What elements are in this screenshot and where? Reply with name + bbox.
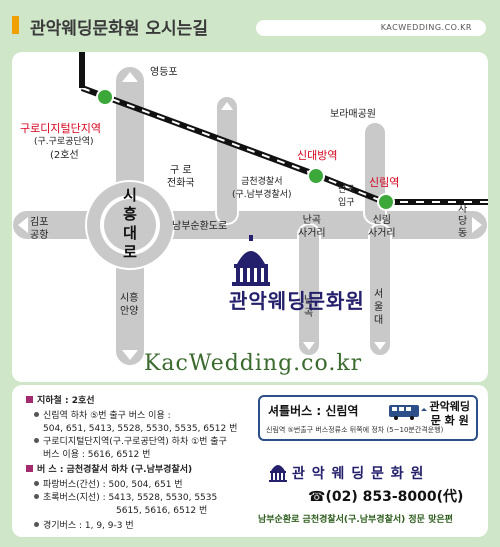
label-siheung-anyang: 시흥 안양 bbox=[120, 293, 139, 317]
bus-gyeonggi: 경기버스 : 1, 9, 9-3 번 bbox=[34, 520, 134, 532]
shuttle-note: 신림역 ⑤번출구 버스정류소 뒤쪽에 정차 (5~10분간격운행) bbox=[266, 426, 444, 434]
header: 관악웨딩문화원 오시는길 KACWEDDING.CO.KR bbox=[0, 0, 500, 52]
label-boramae: 보라매공원 bbox=[330, 109, 376, 120]
label-gimpo-airport: 김포 공항 bbox=[30, 217, 49, 241]
subway-route-2-buses: 버스 이용 : 5616, 6512 번 bbox=[43, 450, 151, 460]
bus-green-2: 5615, 5616, 6512 번 bbox=[116, 506, 208, 516]
nangok-arrow-icon bbox=[303, 342, 315, 350]
railway-line2 bbox=[79, 52, 488, 205]
label-youngdeungpo: 영등포 bbox=[150, 67, 178, 78]
roads bbox=[12, 65, 488, 367]
bus-blue: 파랑버스(간선) : 500, 504, 651 번 bbox=[34, 479, 183, 491]
road-map bbox=[12, 52, 488, 367]
label-seoul-univ: 서울대 bbox=[374, 289, 384, 326]
bus-green: 초록버스(지선) : 5413, 5528, 5530, 5535 bbox=[34, 492, 217, 504]
seoul-univ-road bbox=[368, 223, 392, 357]
site-url-top[interactable]: KACWEDDING.CO.KR bbox=[256, 20, 486, 36]
label-nangok-vertical: 난곡 bbox=[304, 295, 314, 319]
shuttle-box: 셔틀버스 : 신림역 관악웨딩 문 화 원 신림역 ⑤번출구 버스정류소 뒤쪽에… bbox=[258, 395, 478, 441]
bus-icon bbox=[389, 405, 427, 420]
address: 남부순환로 금천경찰서(구.남부경찰서) 정문 맞은편 bbox=[258, 515, 453, 525]
station-label-sillim[interactable]: 신림역 bbox=[369, 176, 400, 189]
bullet-icon bbox=[34, 494, 39, 499]
label-nangok-crossroad: 난곡 사거리 bbox=[298, 215, 326, 239]
page-title: 관악웨딩문화원 오시는길 bbox=[30, 19, 208, 39]
directions-panel: 지하철 : 2호선 신림역 하차 ⑤번 출구 버스 이용 : 504, 651,… bbox=[12, 385, 488, 537]
seoul-univ-arrow-icon bbox=[374, 342, 386, 350]
subway-route-1: 신림역 하차 ⑤번 출구 버스 이용 : bbox=[34, 410, 171, 422]
station-markers bbox=[96, 88, 395, 211]
road-arrows bbox=[18, 72, 482, 360]
wedding-hall-name: 관악웨딩문화원 bbox=[229, 289, 365, 313]
phone-number[interactable]: ☎(02) 853-8000(代) bbox=[308, 489, 464, 505]
label-sadang: 사당동 bbox=[458, 204, 468, 239]
station-label-line: (2호선 bbox=[50, 150, 79, 161]
title-accent bbox=[12, 16, 19, 34]
label-nambu-sunhwan: 남부순환도로 bbox=[172, 221, 228, 232]
label-sillim-crossroad: 신림 사거리 bbox=[368, 215, 396, 239]
site-url[interactable]: KacWedding.co.kr bbox=[144, 351, 363, 376]
boramae-arrow-icon bbox=[221, 102, 233, 110]
roundabout-inner bbox=[104, 199, 156, 251]
shuttle-destination: 관악웨딩 문 화 원 bbox=[429, 400, 470, 427]
west-arrow-icon bbox=[18, 217, 28, 233]
bus-heading: 버 스 : 금천경찰서 하차 (구.남부경찰서) bbox=[26, 464, 192, 476]
label-guro-jeonhwaguk: 구 로 전화국 bbox=[167, 165, 195, 189]
square-bullet-icon bbox=[26, 465, 33, 472]
bullet-icon bbox=[34, 522, 39, 527]
subway-route-1-buses: 504, 651, 5413, 5528, 5530, 5535, 6512 번 bbox=[43, 424, 238, 434]
station-label-guro-digital[interactable]: 구로디지털단지역 bbox=[20, 122, 101, 135]
north-arrow-icon bbox=[122, 72, 138, 82]
shuttle-title: 셔틀버스 : 신림역 bbox=[268, 404, 359, 418]
guro-digital-station-icon bbox=[96, 88, 114, 106]
subway-heading: 지하철 : 2호선 bbox=[26, 395, 95, 407]
station-label-sindaebang[interactable]: 신대방역 bbox=[297, 149, 338, 162]
hall-name-footer: 관 악 웨 딩 문 화 원 bbox=[292, 466, 425, 482]
nangok-road bbox=[297, 223, 321, 357]
label-geumcheon-police: 금천경찰서 (구.남부경찰서) bbox=[232, 177, 292, 200]
label-siheung-daero: 시흥대로 bbox=[123, 186, 137, 261]
bullet-icon bbox=[34, 412, 39, 417]
map-panel: 구로디지털단지역 (구.구로공단역) (2호선 영등포 보라매공원 신대방역 신… bbox=[12, 52, 488, 382]
sindaebang-station-icon bbox=[307, 167, 325, 185]
east-arrow-icon bbox=[472, 217, 482, 233]
bullet-icon bbox=[34, 438, 39, 443]
subway-route-2: 구로디지털단지역(구.구로공단역) 하차 ①번 출구 bbox=[34, 436, 227, 448]
sillim-station-icon bbox=[377, 193, 395, 211]
wedding-hall-icon bbox=[232, 235, 270, 286]
station-label-guro-old: (구.구로공단역) bbox=[34, 137, 94, 147]
bullet-icon bbox=[34, 481, 39, 486]
label-nangok-ipgu: 난곡 입구 bbox=[338, 185, 355, 208]
boramae-road bbox=[215, 95, 239, 225]
south-arrow-icon bbox=[122, 350, 138, 360]
wedding-hall-small-icon bbox=[269, 465, 287, 482]
square-bullet-icon bbox=[26, 396, 33, 403]
